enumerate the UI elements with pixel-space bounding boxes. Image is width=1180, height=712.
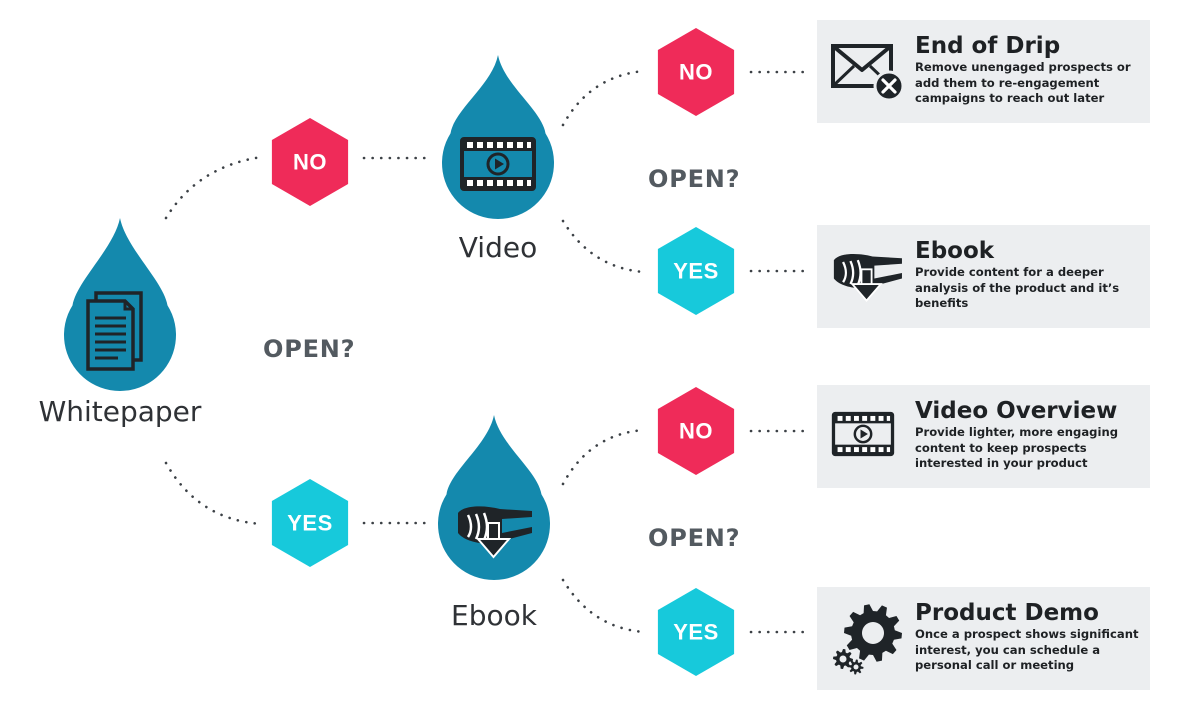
outcome-description: Provide content for a deeper analysis of…	[915, 265, 1120, 310]
envelope-close-icon	[831, 44, 905, 102]
outcome-card-video-overview[interactable]: Video Overview Provide lighter, more eng…	[817, 385, 1150, 488]
outcome-title: Video Overview	[915, 398, 1118, 424]
no-label: NO	[679, 60, 713, 85]
no-hexagon-first[interactable]: NO	[271, 118, 349, 206]
dotted-connector	[561, 428, 646, 486]
dotted-connector	[164, 155, 264, 220]
outcome-card-end-of-drip[interactable]: End of Drip Remove unengaged prospects o…	[817, 20, 1150, 123]
no-hexagon-ebook[interactable]: NO	[657, 387, 735, 475]
outcome-title: Ebook	[915, 238, 995, 264]
yes-hexagon-shape	[657, 588, 735, 676]
outcome-card-ebook[interactable]: Ebook Provide content for a deeper analy…	[817, 225, 1150, 328]
dotted-connector	[561, 69, 646, 127]
open-question-label: OPEN?	[263, 335, 355, 363]
dotted-connector	[561, 219, 646, 274]
no-hexagon-shape	[271, 118, 349, 206]
document-icon	[86, 291, 143, 371]
outcome-title: Product Demo	[915, 600, 1099, 626]
yes-hexagon-video[interactable]: YES	[657, 227, 735, 315]
ebook-download-icon	[832, 252, 904, 302]
open-question-label: OPEN?	[648, 524, 740, 552]
yes-label: YES	[673, 259, 719, 284]
video-icon	[831, 411, 895, 457]
yes-label: YES	[673, 620, 719, 645]
open-question-label: OPEN?	[648, 165, 740, 193]
dotted-connector	[164, 461, 264, 526]
yes-hexagon-shape	[271, 479, 349, 567]
outcome-description: Provide lighter, more engaging content t…	[915, 425, 1118, 470]
ebook-drop[interactable]: Ebook	[438, 415, 551, 632]
gears-icon	[833, 604, 902, 675]
no-hexagon-shape	[657, 387, 735, 475]
whitepaper-label: Whitepaper	[39, 395, 202, 428]
video-drop[interactable]: Video	[442, 55, 554, 264]
video-label: Video	[459, 231, 537, 264]
dotted-connector	[561, 578, 646, 634]
no-label: NO	[679, 419, 713, 444]
outcome-description: Once a prospect shows significant intere…	[915, 627, 1139, 672]
connector-lines	[164, 69, 810, 634]
ebook-label: Ebook	[451, 599, 538, 632]
yes-label: YES	[287, 511, 333, 536]
yes-hexagon-ebook[interactable]: YES	[657, 588, 735, 676]
outcome-card-product-demo[interactable]: Product Demo Once a prospect shows signi…	[817, 587, 1150, 690]
no-hexagon-video[interactable]: NO	[657, 28, 735, 116]
whitepaper-drop[interactable]: Whitepaper	[39, 218, 202, 428]
yes-hexagon-first[interactable]: YES	[271, 479, 349, 567]
no-label: NO	[293, 150, 327, 175]
yes-hexagon-shape	[657, 227, 735, 315]
outcome-title: End of Drip	[915, 33, 1061, 59]
no-hexagon-shape	[657, 28, 735, 116]
outcome-description: Remove unengaged prospects or add them t…	[915, 60, 1131, 105]
